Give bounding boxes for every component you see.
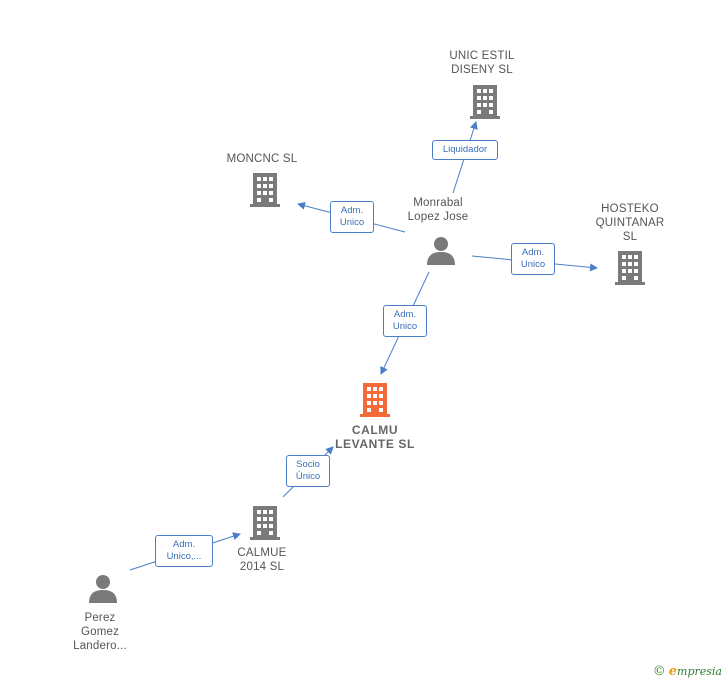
- building-icon-hosteko[interactable]: [615, 251, 645, 285]
- node-label-moncnc[interactable]: MONCNC SL: [226, 153, 298, 165]
- node-label-unic-estil[interactable]: UNIC ESTIL DISENY SL: [449, 50, 515, 76]
- edge-label-adm-hosteko[interactable]: Adm. Unico: [511, 243, 555, 275]
- person-icon-perez[interactable]: [88, 574, 118, 604]
- empresia-logo: ©empresia: [653, 664, 722, 679]
- edge-label-liquidador[interactable]: Liquidador: [432, 140, 498, 160]
- building-icon-moncnc[interactable]: [250, 173, 280, 207]
- node-label-perez[interactable]: Perez Gomez Landero...: [73, 612, 127, 652]
- building-icon-unic-estil[interactable]: [470, 85, 500, 119]
- building-icon-calmue[interactable]: [250, 506, 280, 540]
- brand-initial: e: [668, 664, 678, 679]
- node-label-calmu-levante[interactable]: CALMU LEVANTE SL: [335, 423, 415, 451]
- edge-label-socio-unico[interactable]: Socio Único: [286, 455, 330, 487]
- person-icon-monrabal[interactable]: [426, 236, 456, 266]
- node-label-calmue[interactable]: CALMUE 2014 SL: [237, 547, 287, 573]
- copyright-symbol: ©: [652, 664, 666, 679]
- node-label-monrabal[interactable]: Monrabal Lopez Jose: [407, 197, 469, 223]
- node-label-hosteko[interactable]: HOSTEKO QUINTANAR SL: [595, 203, 665, 243]
- edge-label-adm-calmue[interactable]: Adm. Unico,...: [155, 535, 213, 567]
- edge-label-adm-calmu[interactable]: Adm. Unico: [383, 305, 427, 337]
- edge-label-adm-moncnc[interactable]: Adm. Unico: [330, 201, 374, 233]
- building-icon-calmu-levante[interactable]: [360, 383, 390, 417]
- brand-name: mpresia: [677, 665, 722, 678]
